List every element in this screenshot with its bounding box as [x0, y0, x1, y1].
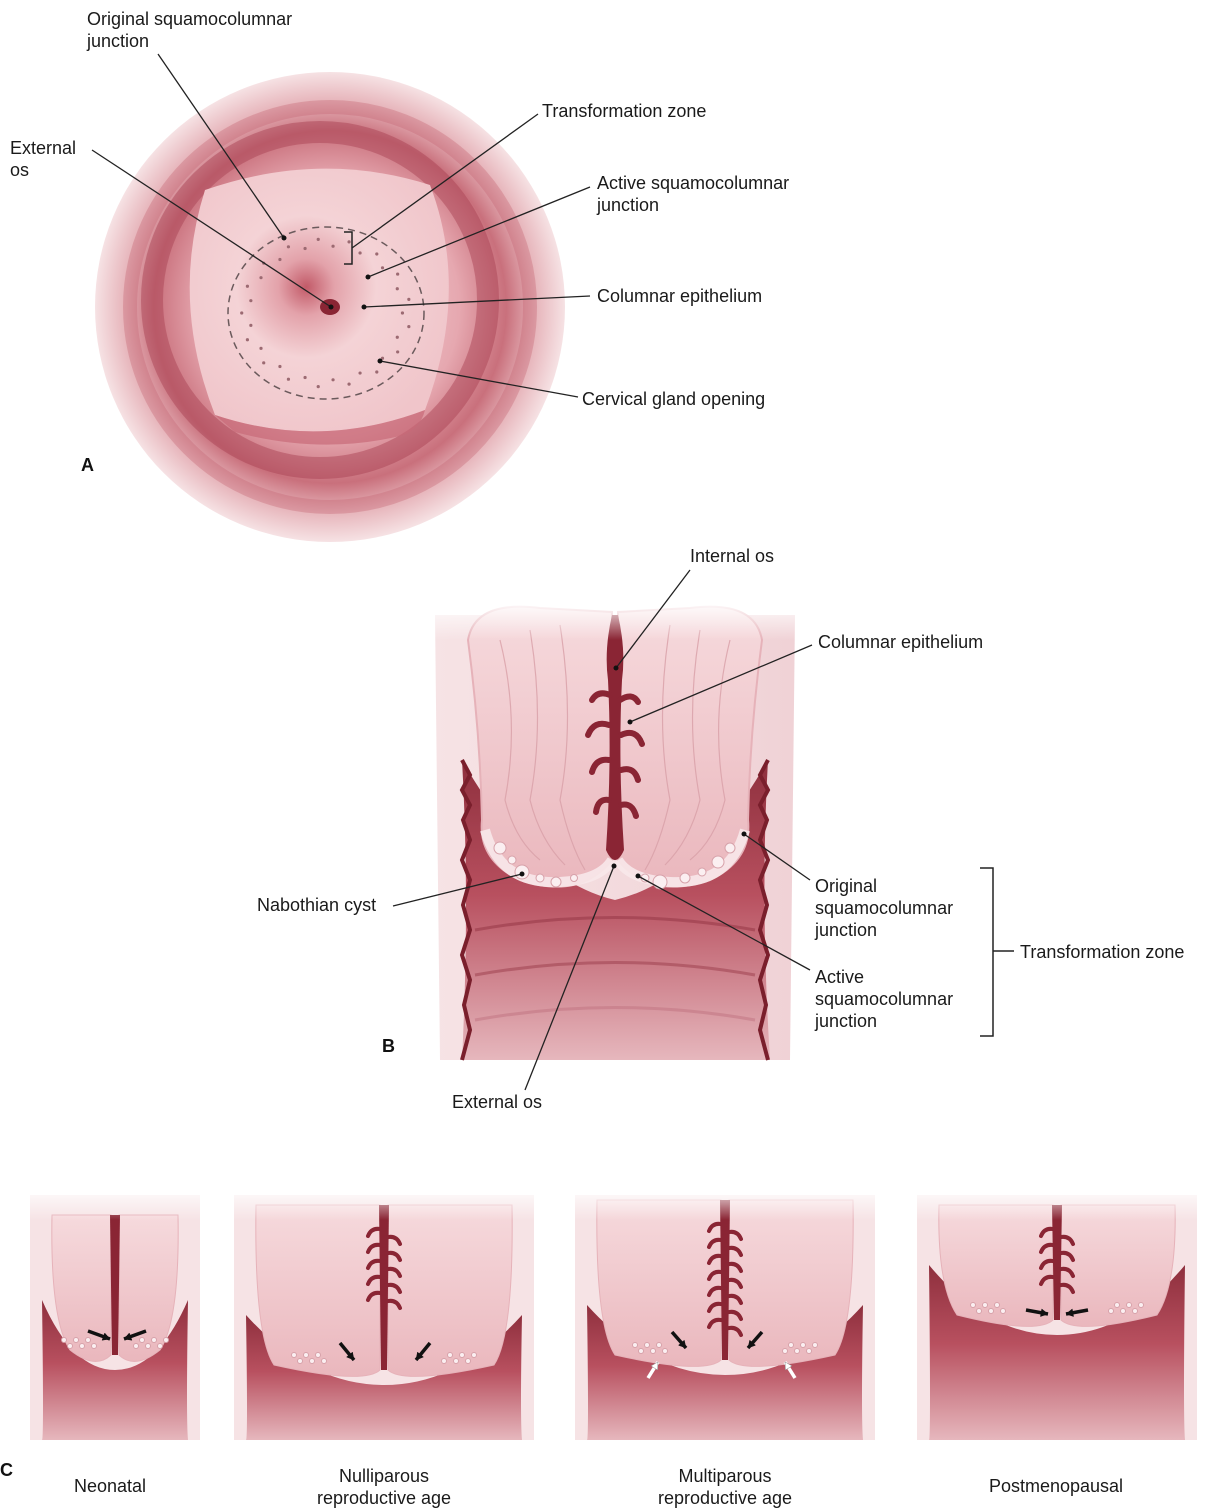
neonatal-cervix [30, 1185, 200, 1440]
label-a-active-scj: Active squamocolumnar junction [597, 172, 789, 216]
label-b-columnar-epithelium: Columnar epithelium [818, 631, 983, 653]
postmenopausal-cervix [917, 1185, 1197, 1440]
stage-label-neonatal: Neonatal [30, 1475, 190, 1497]
label-b-internal-os: Internal os [690, 545, 774, 567]
label-b-transformation-zone: Transformation zone [1020, 941, 1184, 963]
panel-letter-c: C [0, 1460, 13, 1481]
label-a-external-os: External os [10, 137, 76, 181]
label-b-external-os: External os [452, 1091, 542, 1113]
label-b-active-scj: Active squamocolumnar junction [815, 966, 953, 1032]
panel-letter-a: A [81, 455, 94, 476]
nulliparous-cervix [234, 1185, 534, 1440]
label-b-nabothian-cyst: Nabothian cyst [257, 894, 376, 916]
multiparous-cervix [575, 1185, 875, 1440]
label-a-columnar-epithelium: Columnar epithelium [597, 285, 762, 307]
stage-label-multiparous: Multiparous reproductive age [625, 1465, 825, 1509]
label-b-original-scj: Original squamocolumnar junction [815, 875, 953, 941]
label-a-transformation-zone: Transformation zone [542, 100, 706, 122]
label-a-original-scj: Original squamocolumnar junction [87, 8, 292, 52]
stage-label-nulliparous: Nulliparous reproductive age [284, 1465, 484, 1509]
stage-label-postmenopausal: Postmenopausal [956, 1475, 1156, 1497]
panel-letter-b: B [382, 1036, 395, 1057]
panel-c-illustrations [30, 1185, 1197, 1440]
transformation-zone-bracket [980, 868, 1014, 1036]
label-a-cervical-gland-opening: Cervical gland opening [582, 388, 765, 410]
